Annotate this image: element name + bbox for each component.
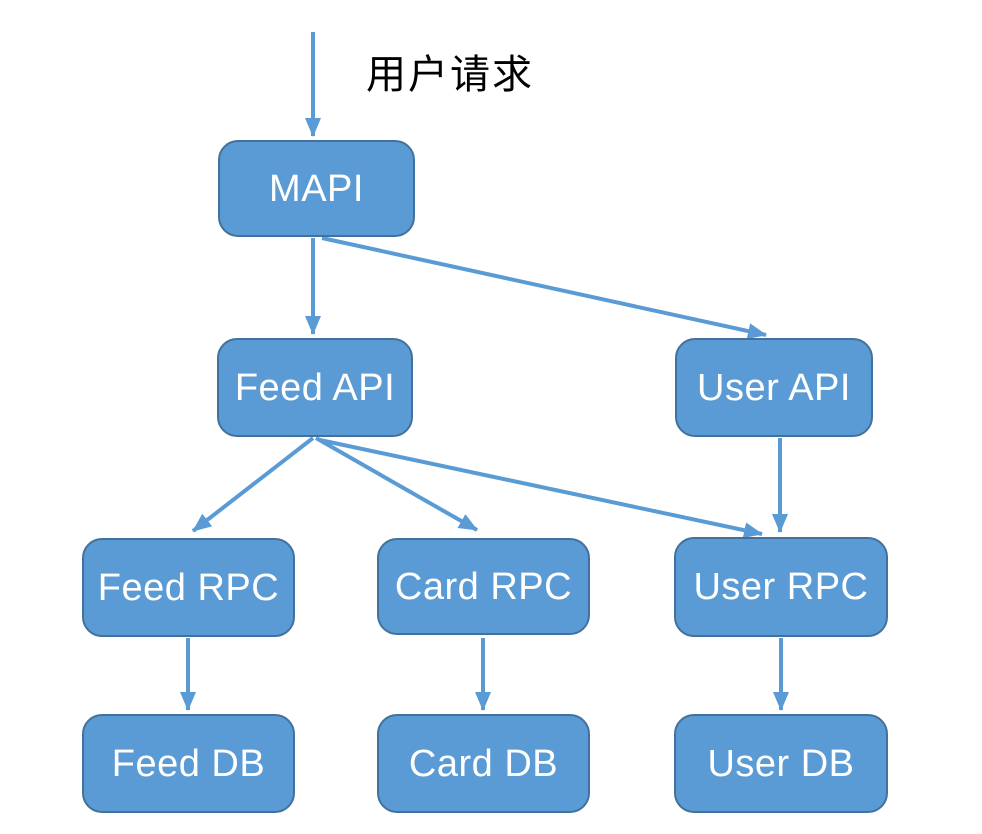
edge-feed-api-to-feed-rpc <box>191 436 315 533</box>
node-card-rpc: Card RPC <box>377 538 590 635</box>
node-user-rpc: User RPC <box>674 537 888 637</box>
edge-mapi-to-user-api <box>321 236 767 339</box>
user-request-label: 用户请求 <box>366 53 534 97</box>
node-label-mapi: MAPI <box>269 167 364 210</box>
node-feed-api: Feed API <box>217 338 413 437</box>
node-card-db: Card DB <box>377 714 590 813</box>
edge-feed-api-to-card-rpc <box>315 436 478 532</box>
node-label-feed-api: Feed API <box>234 366 396 409</box>
node-feed-rpc: Feed RPC <box>82 538 295 637</box>
node-user-api: User API <box>675 338 873 437</box>
node-label-feed-rpc: Feed RPC <box>97 566 280 609</box>
node-feed-db: Feed DB <box>82 714 295 813</box>
node-label-user-db: User DB <box>707 742 855 785</box>
node-user-db: User DB <box>674 714 888 813</box>
node-label-feed-db: Feed DB <box>111 742 266 785</box>
node-label-user-rpc: User RPC <box>693 566 869 608</box>
node-label-card-db: Card DB <box>408 742 559 785</box>
node-mapi: MAPI <box>218 140 415 237</box>
node-label-user-api: User API <box>697 366 851 409</box>
node-label-card-rpc: Card RPC <box>394 565 573 608</box>
edge-feed-api-to-user-rpc <box>319 438 763 539</box>
